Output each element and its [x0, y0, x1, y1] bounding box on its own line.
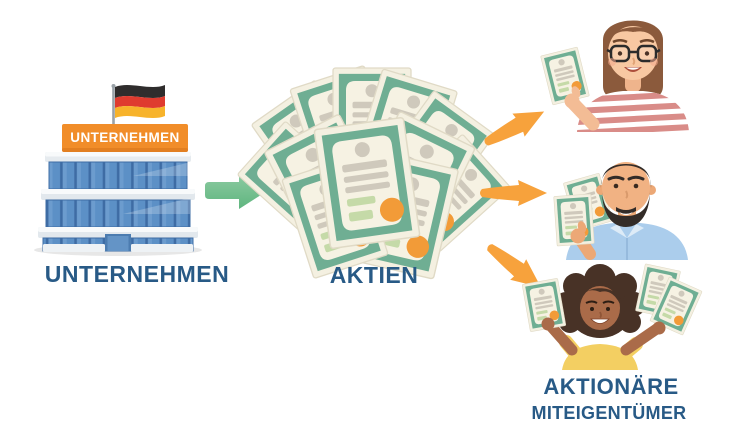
orange-arrow-right: [480, 180, 547, 206]
right-arm: [620, 322, 664, 356]
flagpole: [111, 84, 116, 128]
shareholder-portrait-woman-glasses: [540, 20, 689, 132]
shareholder-portrait-bearded-man: [553, 162, 688, 260]
right-hand: [652, 321, 666, 335]
fringe: [606, 27, 660, 48]
face: [580, 286, 620, 330]
company-label: UNTERNEHMEN: [44, 261, 230, 287]
left-hand: [541, 317, 555, 331]
shareholders-label: AKTIONÄRE: [543, 374, 679, 399]
shareholder-portrait-woman-yellow: [521, 263, 703, 370]
beard: [602, 190, 650, 227]
building-floors: [38, 152, 198, 252]
stock-certificates-pile: [236, 64, 512, 280]
building-entrance: [43, 234, 193, 252]
fringe: [579, 288, 621, 304]
mustache: [616, 207, 636, 214]
company-sign: [62, 124, 188, 152]
shares-label: AKTIEN: [329, 262, 419, 288]
shareholders-sublabel: MITEIGENTÜMER: [531, 403, 687, 423]
face: [602, 162, 650, 214]
company-sign-text: UNTERNEHMEN: [70, 130, 180, 145]
orange-arrow-up-right: [478, 100, 551, 155]
company-building-illustration: [34, 84, 202, 256]
smile: [619, 212, 633, 215]
german-flag-icon: [115, 85, 165, 118]
smile: [590, 318, 610, 324]
